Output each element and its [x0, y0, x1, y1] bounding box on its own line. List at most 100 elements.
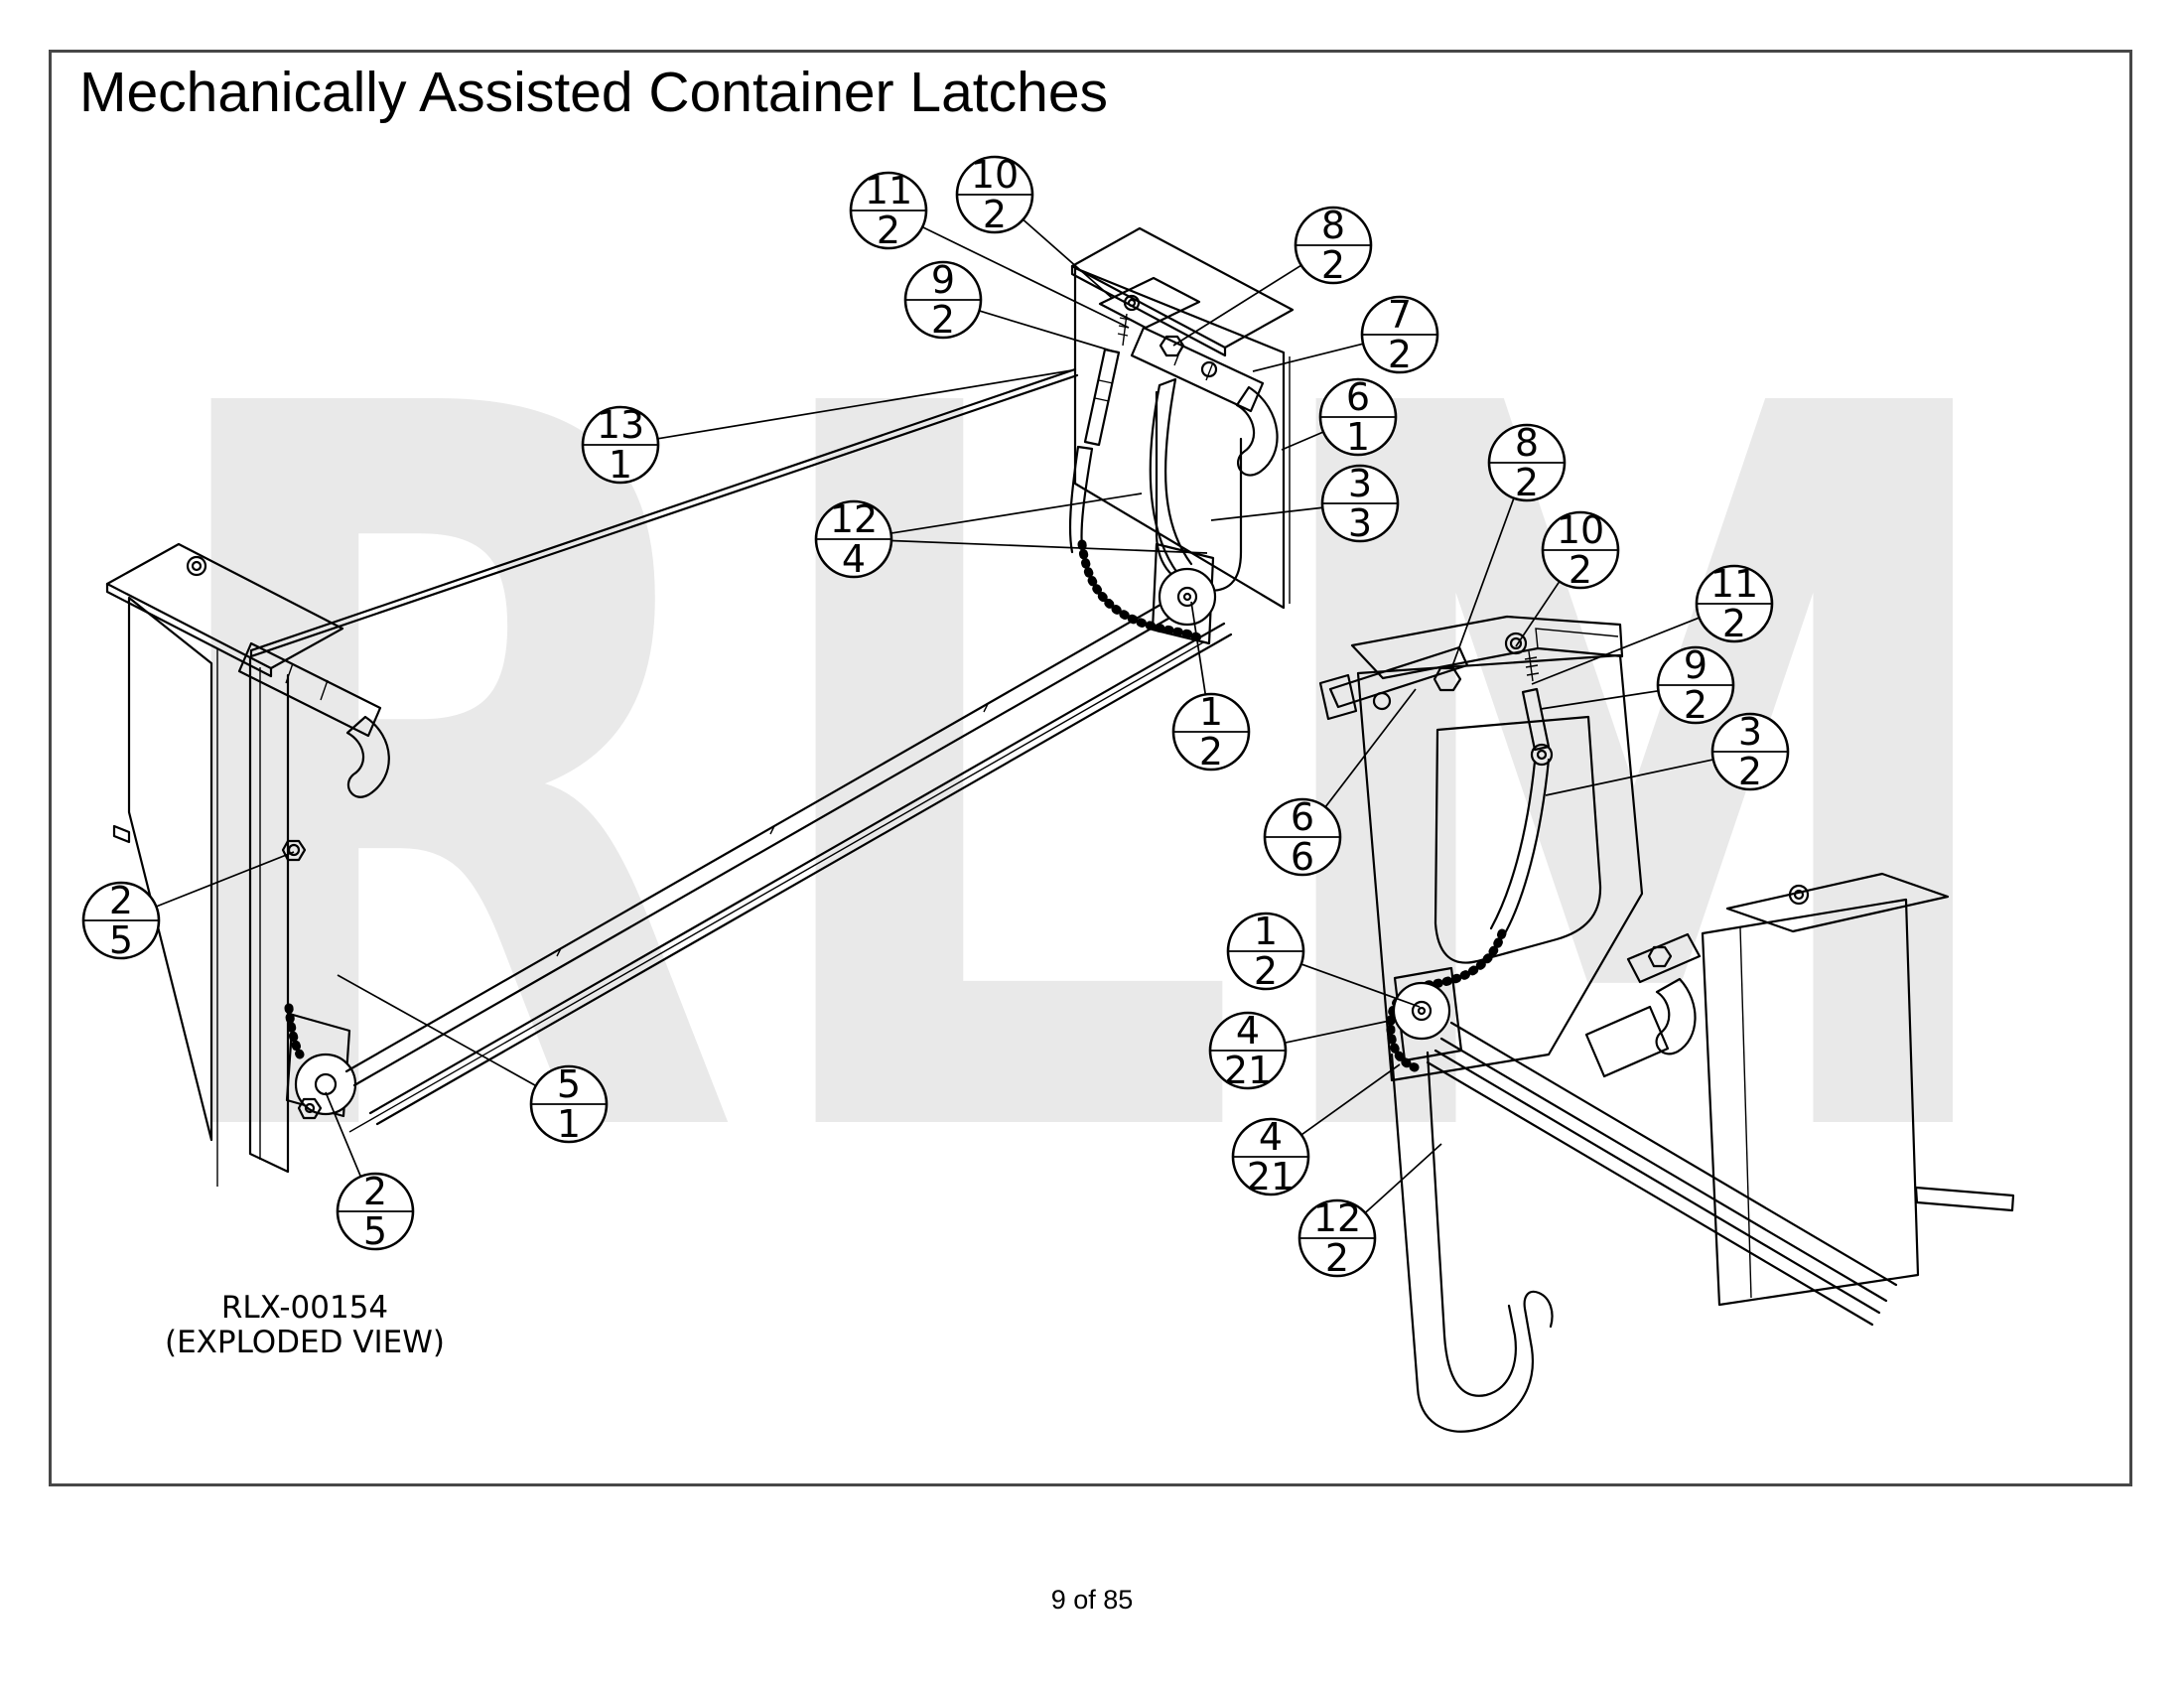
- callout-item-number: 9: [931, 258, 955, 302]
- callout-leader-line: [657, 369, 1073, 440]
- callout-6-6: 66: [1263, 688, 1417, 879]
- callout-quantity: 2: [1738, 750, 1762, 793]
- drawing-view-label: (EXPLODED VIEW): [165, 1325, 445, 1360]
- callout-item-number: 6: [1346, 375, 1370, 419]
- callout-item-number: 5: [557, 1062, 581, 1106]
- callout-quantity: 21: [1224, 1049, 1272, 1092]
- callout-leader-line: [1324, 688, 1417, 808]
- callout-quantity: 2: [1684, 683, 1707, 727]
- callout-item-number: 2: [109, 879, 133, 922]
- callout-quantity: 2: [1722, 602, 1746, 645]
- callout-item-number: 1: [1199, 690, 1223, 734]
- callout-quantity: 2: [983, 193, 1007, 236]
- callout-item-number: 3: [1348, 462, 1372, 505]
- callout-item-number: 12: [1313, 1196, 1361, 1240]
- callout-quantity: 1: [609, 443, 632, 487]
- callout-13-1: 131: [581, 369, 1073, 487]
- callout-item-number: 8: [1321, 204, 1345, 247]
- callout-item-number: 4: [1259, 1115, 1283, 1159]
- callout-quantity: 2: [1569, 548, 1592, 592]
- callout-10-2: 102: [1515, 508, 1620, 647]
- callout-7-2: 72: [1252, 293, 1439, 376]
- callout-quantity: 2: [1254, 949, 1278, 993]
- callout-3-2: 32: [1545, 710, 1790, 796]
- callout-leader-line: [1210, 506, 1323, 521]
- callout-item-number: 12: [830, 497, 878, 541]
- callout-quantity: 2: [1515, 461, 1539, 504]
- callout-quantity: 1: [557, 1102, 581, 1146]
- callout-leader-line: [921, 225, 1130, 329]
- callout-leader-line: [1364, 1143, 1442, 1214]
- callout-quantity: 5: [109, 918, 133, 962]
- callout-item-number: 6: [1291, 795, 1314, 839]
- callout-8-2: 82: [1451, 421, 1567, 667]
- callout-leader-line: [1515, 581, 1561, 647]
- callout-quantity: 5: [363, 1209, 387, 1253]
- page-title: Mechanically Assisted Container Latches: [79, 61, 1109, 124]
- callout-item-number: 1: [1254, 910, 1278, 953]
- callout-item-number: 13: [597, 403, 644, 447]
- callout-8-2: 82: [1172, 204, 1373, 347]
- callout-11-2: 112: [1531, 562, 1774, 685]
- callout-leader-line: [890, 539, 1208, 554]
- callout-leader-line: [1451, 497, 1515, 667]
- callout-5-1: 51: [337, 974, 609, 1146]
- top-latch-assembly: [1068, 226, 1295, 645]
- callout-leader-line: [1022, 218, 1113, 299]
- callout-quantity: 2: [1388, 333, 1412, 376]
- callout-9-2: 92: [1540, 643, 1735, 727]
- container-door-panel: [1701, 872, 2015, 1307]
- callout-3-3: 33: [1210, 462, 1400, 545]
- callout-10-2: 102: [955, 153, 1113, 299]
- callout-11-2: 112: [849, 169, 1130, 329]
- callout-leader-line: [1540, 689, 1659, 710]
- callout-leader-line: [890, 492, 1143, 534]
- watermark-text: RLM: [139, 201, 2025, 1356]
- callout-quantity: 2: [931, 298, 955, 342]
- callout-quantity: 4: [842, 537, 866, 581]
- callout-item-number: 10: [1557, 508, 1604, 552]
- callout-leader-line: [156, 851, 295, 908]
- callout-leader-line: [979, 310, 1115, 352]
- callout-4-21: 421: [1208, 1009, 1391, 1092]
- callout-leader-line: [337, 974, 537, 1087]
- callout-leader-line: [1531, 617, 1700, 685]
- callout-quantity: 2: [1321, 243, 1345, 287]
- callout-quantity: 6: [1291, 835, 1314, 879]
- callout-leader-line: [1545, 759, 1714, 796]
- callout-item-number: 11: [865, 169, 912, 212]
- callout-item-number: 8: [1515, 421, 1539, 465]
- callout-item-number: 10: [971, 153, 1019, 197]
- callout-leader-line: [325, 1091, 362, 1178]
- callout-item-number: 3: [1738, 710, 1762, 754]
- callout-item-number: 2: [363, 1170, 387, 1213]
- callout-9-2: 92: [903, 258, 1115, 352]
- callout-quantity: 2: [1199, 730, 1223, 774]
- callout-2-5: 25: [325, 1091, 415, 1253]
- drawing-border: [49, 50, 2132, 1486]
- callout-4-21: 421: [1231, 1063, 1401, 1198]
- callout-leader-line: [1190, 601, 1207, 695]
- callout-6-1: 61: [1281, 375, 1398, 459]
- callout-item-number: 11: [1710, 562, 1758, 606]
- page-number: 9 of 85: [1050, 1585, 1134, 1615]
- callout-leader-line: [1281, 431, 1324, 451]
- right-latch-assembly: [1318, 615, 1898, 1433]
- left-latch-assembly: [105, 542, 390, 1187]
- callout-leader-line: [1300, 1063, 1401, 1136]
- torque-tube-rails: [249, 367, 1233, 1133]
- callout-1-2: 12: [1171, 601, 1251, 774]
- callout-2-5: 25: [81, 851, 295, 962]
- callout-item-number: 4: [1236, 1009, 1260, 1053]
- callout-quantity: 2: [877, 209, 900, 252]
- callout-item-number: 7: [1388, 293, 1412, 337]
- callout-12-2: 122: [1297, 1143, 1442, 1280]
- callout-leader-line: [1172, 264, 1302, 347]
- callout-1-2: 12: [1226, 910, 1421, 1008]
- callout-item-number: 9: [1684, 643, 1707, 687]
- callout-quantity: 21: [1247, 1155, 1295, 1198]
- drawing-number-label: RLX-00154: [221, 1290, 388, 1326]
